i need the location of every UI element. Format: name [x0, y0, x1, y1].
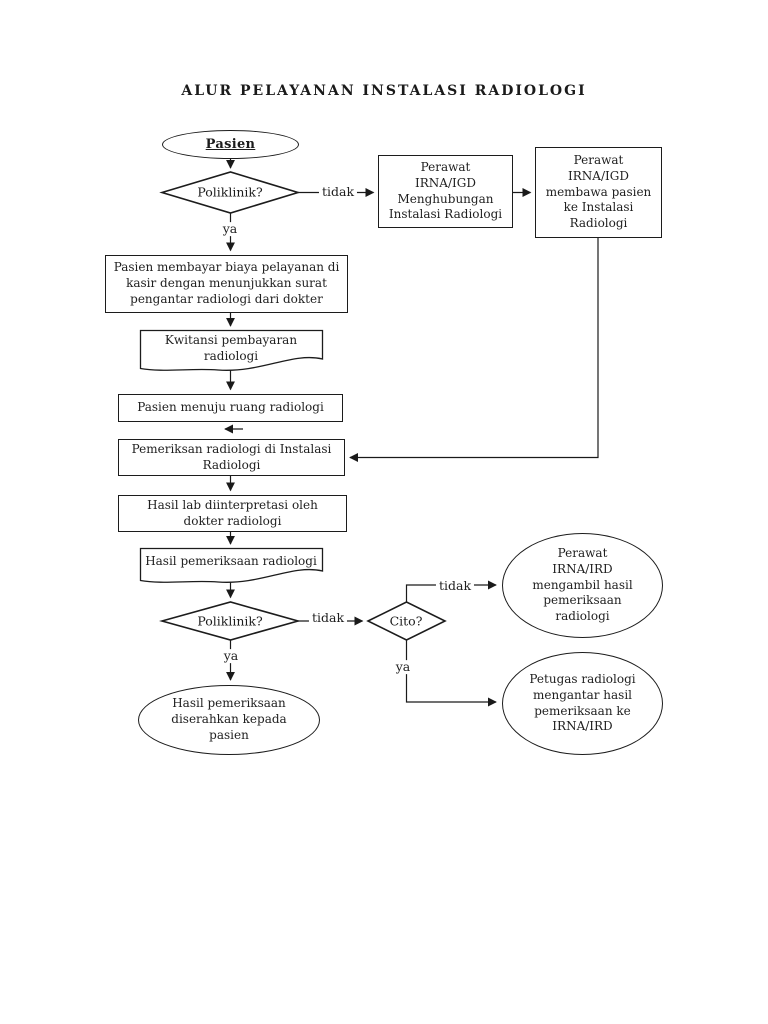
decision-poliklinik-2 — [159, 601, 301, 641]
process-pemeriksaan-label: Pemeriksan radiologi di Instalasi Radiol… — [131, 441, 332, 472]
terminator-perawat-ambil: Perawat IRNA/IRD mengambil hasil pemerik… — [502, 533, 663, 638]
document-kwitansi-label: Kwitansi pembayaran radiologi — [164, 332, 298, 363]
connector-cito-ya — [405, 640, 497, 707]
process-perawat-menghubungi: Perawat IRNA/IGD Menghubungan Instalasi … — [378, 155, 513, 228]
decision-poliklinik-1-label: Poliklinik? — [197, 184, 263, 200]
document-kwitansi-shape — [139, 329, 324, 371]
edge-label-poliklinik2-tidak: tidak — [308, 611, 348, 625]
edge-label-poliklinik2-ya: ya — [220, 649, 242, 663]
decision-poliklinik-1 — [159, 171, 301, 214]
document-hasil-label: Hasil pemeriksaan radiologi — [145, 553, 317, 568]
edge-label-poliklinik1-tidak: tidak — [318, 185, 358, 199]
start-label: Pasien — [205, 137, 256, 152]
process-pemeriksaan: Pemeriksan radiologi di Instalasi Radiol… — [118, 439, 345, 476]
process-bayar-label: Pasien membayar biaya pelayanan di kasir… — [113, 260, 340, 306]
process-interpretasi: Hasil lab diinterpretasi oleh dokter rad… — [118, 495, 347, 532]
page-title: ALUR PELAYANAN INSTALASI RADIOLOGI — [181, 83, 587, 99]
terminator-perawat-ambil-label: Perawat IRNA/IRD mengambil hasil pemerik… — [532, 546, 633, 624]
terminator-petugas-antar: Petugas radiologi mengantar hasil pemeri… — [502, 652, 663, 755]
start-terminator: Pasien — [162, 130, 299, 159]
process-interpretasi-label: Hasil lab diinterpretasi oleh dokter rad… — [147, 497, 318, 528]
decision-cito-label: Cito? — [389, 613, 423, 629]
terminator-hasil-diserahkan: Hasil pemeriksaan diserahkan kepada pasi… — [138, 685, 320, 755]
document-hasil-shape — [139, 547, 324, 583]
process-perawat-menghubungi-label: Perawat IRNA/IGD Menghubungan Instalasi … — [388, 160, 503, 222]
process-bayar: Pasien membayar biaya pelayanan di kasir… — [105, 255, 348, 313]
decision-cito — [366, 601, 447, 641]
edge-label-cito-tidak: tidak — [435, 579, 475, 593]
connector-bawa-to-pemeriksaan — [349, 238, 599, 462]
terminator-petugas-antar-label: Petugas radiologi mengantar hasil pemeri… — [529, 672, 636, 734]
terminator-hasil-diserahkan-label: Hasil pemeriksaan diserahkan kepada pasi… — [171, 696, 287, 742]
process-menuju-ruang: Pasien menuju ruang radiologi — [118, 394, 343, 422]
edge-label-poliklinik1-ya: ya — [219, 222, 241, 236]
process-perawat-membawa: Perawat IRNA/IGD membawa pasien ke Insta… — [535, 147, 662, 238]
decision-poliklinik-2-label: Poliklinik? — [197, 613, 263, 629]
process-perawat-membawa-label: Perawat IRNA/IGD membawa pasien ke Insta… — [545, 153, 652, 231]
edge-label-cito-ya: ya — [392, 660, 414, 674]
process-menuju-ruang-label: Pasien menuju ruang radiologi — [137, 400, 324, 415]
